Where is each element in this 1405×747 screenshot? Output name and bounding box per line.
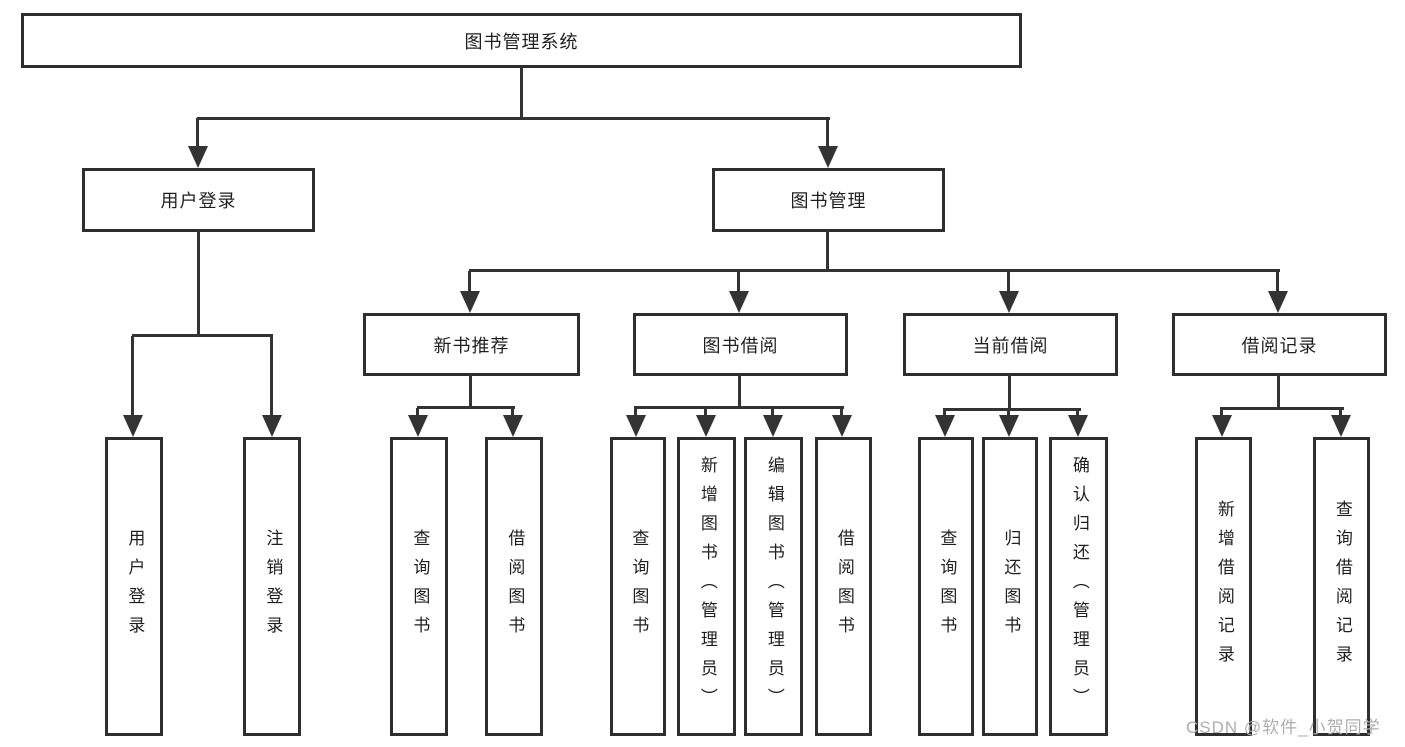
- node-user-login: 用户登录: [82, 168, 315, 232]
- arrow-nbr-leaf-0: [408, 408, 428, 437]
- node-current-borrow-label: 当前借阅: [972, 335, 1049, 356]
- leaf-logout-label: 注销登录: [263, 528, 283, 645]
- leaf-logout: 注销登录: [243, 437, 301, 736]
- node-new-book-recommend-label: 新书推荐: [433, 335, 510, 356]
- leaf-bb-query-books: 查询图书: [610, 437, 666, 736]
- connector-book-management-rail: [469, 269, 1280, 272]
- leaf-bb-add-books-admin-label: 新增图书（管理员）: [697, 456, 717, 717]
- leaf-cb-confirm-return-admin: 确认归还（管理员）: [1049, 437, 1108, 736]
- arrow-to-user-login: [188, 118, 208, 168]
- arrow-cb-leaf-1: [999, 410, 1019, 437]
- leaf-cb-confirm-return-admin-label: 确认归还（管理员）: [1069, 456, 1089, 717]
- arrow-to-borrow-records: [1268, 271, 1288, 313]
- node-new-book-recommend: 新书推荐: [363, 313, 580, 376]
- arrow-to-new-book-recommend: [460, 271, 480, 313]
- arrow-cb-leaf-0: [935, 410, 955, 437]
- leaf-br-add-record-label: 新增借阅记录: [1214, 499, 1234, 674]
- connector-book-borrow-vline: [738, 374, 741, 408]
- leaf-nbr-query-books-label: 查询图书: [410, 528, 430, 645]
- connector-new-book-recommend-rail: [417, 406, 515, 409]
- node-book-management-label: 图书管理: [790, 191, 867, 211]
- arrow-br-leaf-1: [1331, 409, 1351, 437]
- leaf-cb-return-books: 归还图书: [982, 437, 1038, 736]
- leaf-br-query-record: 查询借阅记录: [1313, 437, 1370, 736]
- node-user-login-label: 用户登录: [160, 191, 237, 211]
- leaf-br-query-record-label: 查询借阅记录: [1332, 499, 1352, 674]
- arrow-nbr-leaf-1: [503, 408, 523, 437]
- arrow-br-leaf-0: [1212, 409, 1232, 437]
- leaf-user-login-label: 用户登录: [125, 528, 145, 645]
- leaf-bb-edit-books-admin-label: 编辑图书（管理员）: [764, 456, 784, 717]
- arrow-bb-leaf-3: [832, 408, 852, 437]
- connector-book-management-vline: [826, 230, 829, 271]
- leaf-cb-query-books-label: 查询图书: [937, 528, 957, 645]
- node-current-borrow: 当前借阅: [903, 313, 1118, 376]
- arrow-bb-leaf-2: [763, 408, 783, 437]
- connector-user-login-vline: [197, 230, 200, 336]
- node-root-label: 图书管理系统: [464, 31, 579, 52]
- leaf-bb-borrow-books: 借阅图书: [815, 437, 872, 736]
- connector-borrow-records-rail: [1220, 407, 1344, 410]
- leaf-nbr-borrow-books-label: 借阅图书: [505, 528, 525, 645]
- arrow-to-leaf-logout: [262, 336, 282, 437]
- leaf-br-add-record: 新增借阅记录: [1195, 437, 1252, 736]
- leaf-cb-query-books: 查询图书: [918, 437, 974, 736]
- connector-borrow-records-vline: [1277, 374, 1280, 409]
- arrow-bb-leaf-0: [626, 408, 646, 437]
- node-book-management: 图书管理: [712, 168, 945, 232]
- node-borrow-records-label: 借阅记录: [1241, 335, 1318, 356]
- leaf-user-login: 用户登录: [105, 437, 163, 736]
- node-book-borrow: 图书借阅: [633, 313, 848, 376]
- arrow-bb-leaf-1: [696, 408, 716, 437]
- node-book-borrow-label: 图书借阅: [702, 335, 779, 356]
- watermark: CSDN @软件_小贺同学: [1186, 718, 1381, 737]
- leaf-bb-query-books-label: 查询图书: [629, 528, 649, 645]
- leaf-nbr-query-books: 查询图书: [390, 437, 448, 736]
- arrow-to-book-management: [818, 118, 838, 168]
- leaf-nbr-borrow-books: 借阅图书: [485, 437, 543, 736]
- leaf-cb-return-books-label: 归还图书: [1001, 528, 1021, 645]
- connector-new-book-recommend-vline: [469, 374, 472, 408]
- arrow-cb-leaf-2: [1068, 410, 1088, 437]
- arrow-to-current-borrow: [999, 271, 1019, 313]
- connector-current-borrow-vline: [1008, 374, 1011, 410]
- connector-user-login-rail: [132, 334, 273, 337]
- connector-root-vline: [520, 66, 523, 118]
- leaf-bb-edit-books-admin: 编辑图书（管理员）: [744, 437, 803, 736]
- connector-root-rail: [197, 117, 830, 120]
- leaf-bb-borrow-books-label: 借阅图书: [834, 528, 854, 645]
- node-root: 图书管理系统: [21, 13, 1022, 68]
- arrow-to-leaf-user-login: [123, 336, 143, 437]
- leaf-bb-add-books-admin: 新增图书（管理员）: [677, 437, 736, 736]
- node-borrow-records: 借阅记录: [1172, 313, 1387, 376]
- connector-book-borrow-rail: [634, 406, 844, 409]
- arrow-to-book-borrow: [729, 271, 749, 313]
- connector-current-borrow-rail: [943, 408, 1081, 411]
